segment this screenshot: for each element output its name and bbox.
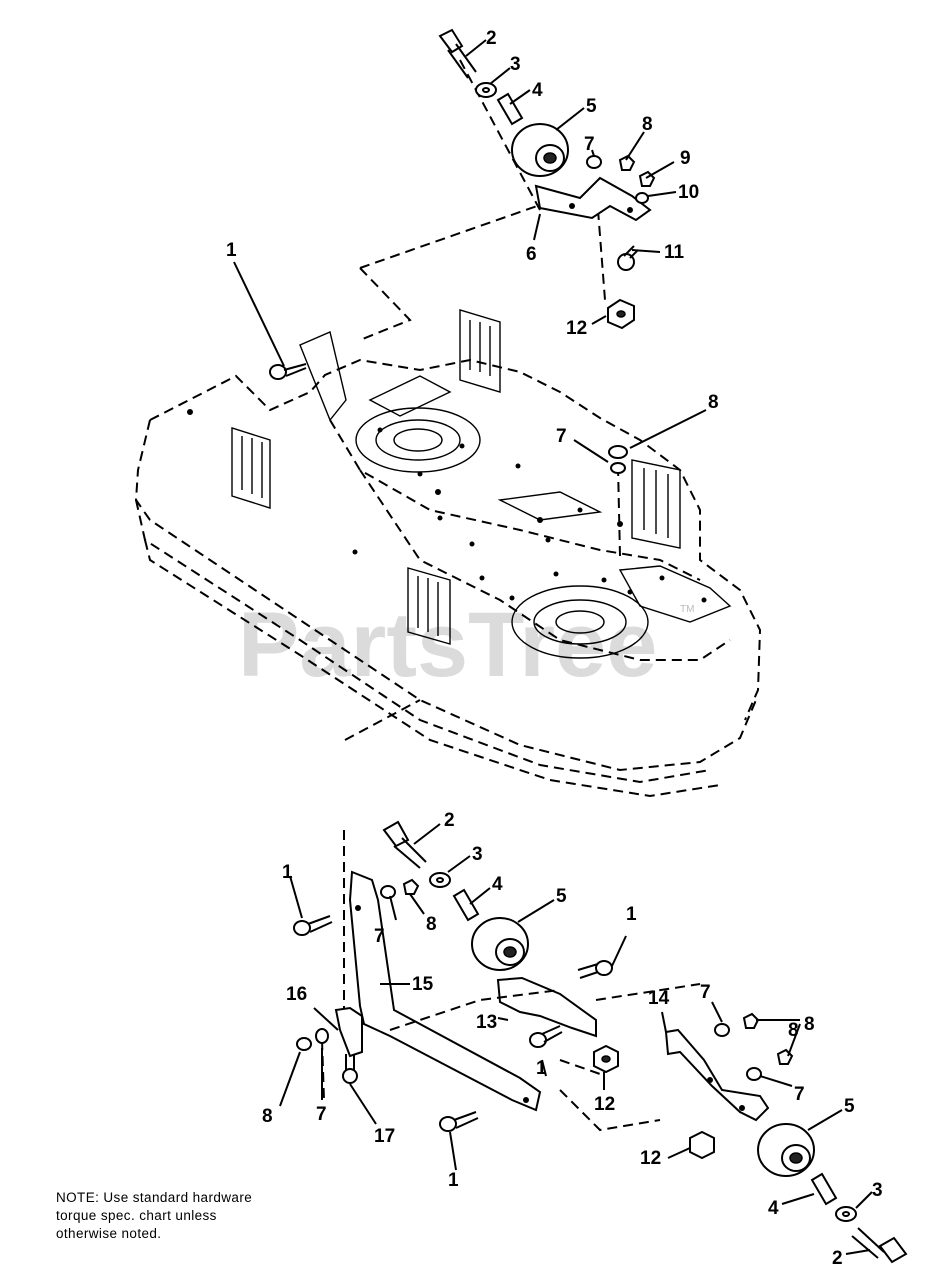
nut-8-deck-icon	[608, 445, 628, 459]
callout-13: 13	[476, 1012, 497, 1033]
callout-7-br2: 7	[794, 1084, 805, 1105]
callout-4: 4	[532, 80, 543, 101]
callout-7-bl2: 7	[316, 1104, 327, 1125]
callout-3-br: 3	[872, 1180, 883, 1201]
callout-8-deck: 8	[708, 392, 719, 413]
note-line-3: otherwise noted.	[56, 1226, 162, 1241]
callout-12-br: 12	[640, 1148, 661, 1169]
callout-6: 6	[526, 244, 537, 265]
bottom-left-assembly	[293, 820, 701, 1132]
callout-8-bl: 8	[426, 914, 437, 935]
callout-8: 8	[642, 114, 653, 135]
watermark-trademark: TM	[680, 604, 694, 615]
callout-7: 7	[584, 134, 595, 155]
bottom-right-assembly	[664, 1012, 908, 1264]
callout-1-bl: 1	[282, 862, 293, 883]
callout-8-br: 8	[804, 1014, 815, 1035]
callout-numbers: 2 3 4 5 7 8 9 10 6 11 12 1 8 7 2 3 4 1 7…	[226, 28, 883, 1269]
callout-7-br: 7	[700, 982, 711, 1003]
note-line-1: NOTE: Use standard hardware	[56, 1190, 253, 1205]
callout-4-br: 4	[768, 1198, 779, 1219]
callout-9: 9	[680, 148, 691, 169]
note-line-2: torque spec. chart unless	[56, 1208, 217, 1223]
callout-12: 12	[566, 318, 587, 339]
callout-7-bl: 7	[374, 926, 385, 947]
washer-7-deck-icon	[610, 462, 626, 474]
watermark-text: PartsTree	[238, 594, 657, 696]
leader-lines	[233, 39, 873, 1255]
bolt-1-deck-icon	[269, 363, 307, 380]
callout-3-bl: 3	[472, 844, 483, 865]
callout-11: 11	[664, 242, 685, 263]
callout-17: 17	[374, 1126, 395, 1147]
callout-2-bl: 2	[444, 810, 455, 831]
callout-14: 14	[648, 988, 670, 1009]
callout-8-br2: 8	[788, 1020, 799, 1041]
callout-2: 2	[486, 28, 497, 49]
callout-16: 16	[286, 984, 307, 1005]
callout-2-br: 2	[832, 1248, 843, 1269]
callout-4-bl: 4	[492, 874, 503, 895]
callout-3: 3	[510, 54, 521, 75]
callout-5-bl: 5	[556, 886, 567, 907]
mower-deck	[134, 204, 762, 798]
callout-10: 10	[678, 182, 699, 203]
callout-15: 15	[412, 974, 434, 995]
callout-1-bl3: 1	[448, 1170, 459, 1191]
callout-1-bl4: 1	[536, 1058, 547, 1079]
callout-1: 1	[226, 240, 237, 261]
callout-8-bl2: 8	[262, 1106, 273, 1127]
top-roller-assembly	[438, 28, 656, 330]
callout-7-deck: 7	[556, 426, 567, 447]
callout-5: 5	[586, 96, 597, 117]
callout-5-br: 5	[844, 1096, 855, 1117]
callout-1-bl2: 1	[626, 904, 637, 925]
hardware-note: NOTE: Use standard hardware torque spec.…	[56, 1189, 356, 1243]
callout-12-bl: 12	[594, 1094, 615, 1115]
